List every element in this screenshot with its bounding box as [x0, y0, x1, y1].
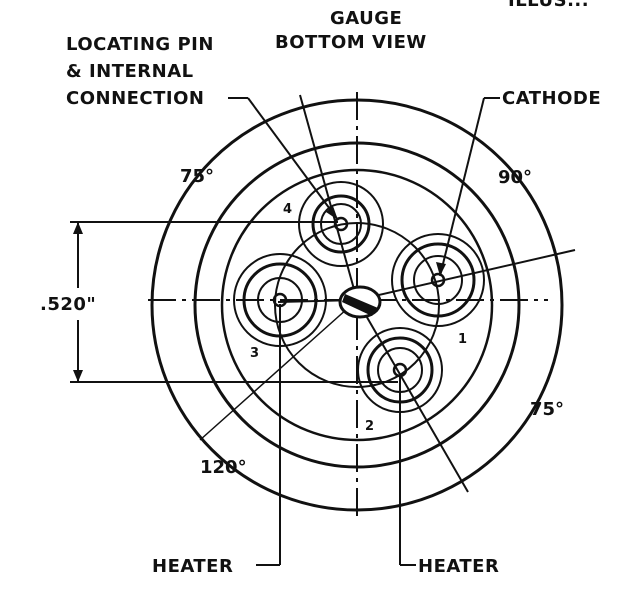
- dimension-label: .520": [40, 294, 96, 315]
- top-right-fragment: ILLUS...: [508, 0, 589, 11]
- dimension-marker: .520": [40, 221, 398, 383]
- pin-number-1: 1: [458, 332, 467, 347]
- title-line-2: BOTTOM VIEW: [275, 32, 427, 53]
- pin-number-4: 4: [283, 202, 292, 217]
- title-line-1: GAUGE: [330, 8, 402, 29]
- locating-pin-label-1: LOCATING PIN: [66, 34, 214, 55]
- angle-lower-left: 120°: [200, 457, 247, 478]
- pin-1: [391, 233, 485, 327]
- radial-line-lower-left: [199, 299, 358, 441]
- locating-pin-label-3: CONNECTION: [66, 88, 205, 109]
- locating-pin-leader: [247, 97, 339, 221]
- locating-pin-label-2: & INTERNAL: [66, 61, 194, 82]
- cathode-arrow: [436, 262, 446, 276]
- heater-left-label: HEATER: [152, 556, 233, 577]
- pin-number-3: 3: [250, 346, 259, 361]
- pin-4: [298, 181, 384, 267]
- angle-upper-left: 75°: [180, 166, 214, 187]
- angle-upper-right: 90°: [498, 167, 532, 188]
- locating-pin-arrow: [326, 206, 338, 220]
- heater-right-label: HEATER: [418, 556, 499, 577]
- angle-lower-right: 75°: [530, 399, 564, 420]
- center-key: [338, 285, 382, 319]
- pin-number-2: 2: [365, 419, 374, 434]
- radial-line-pin2: [356, 299, 469, 493]
- cathode-leader: [439, 97, 485, 277]
- cathode-label: CATHODE: [502, 88, 601, 109]
